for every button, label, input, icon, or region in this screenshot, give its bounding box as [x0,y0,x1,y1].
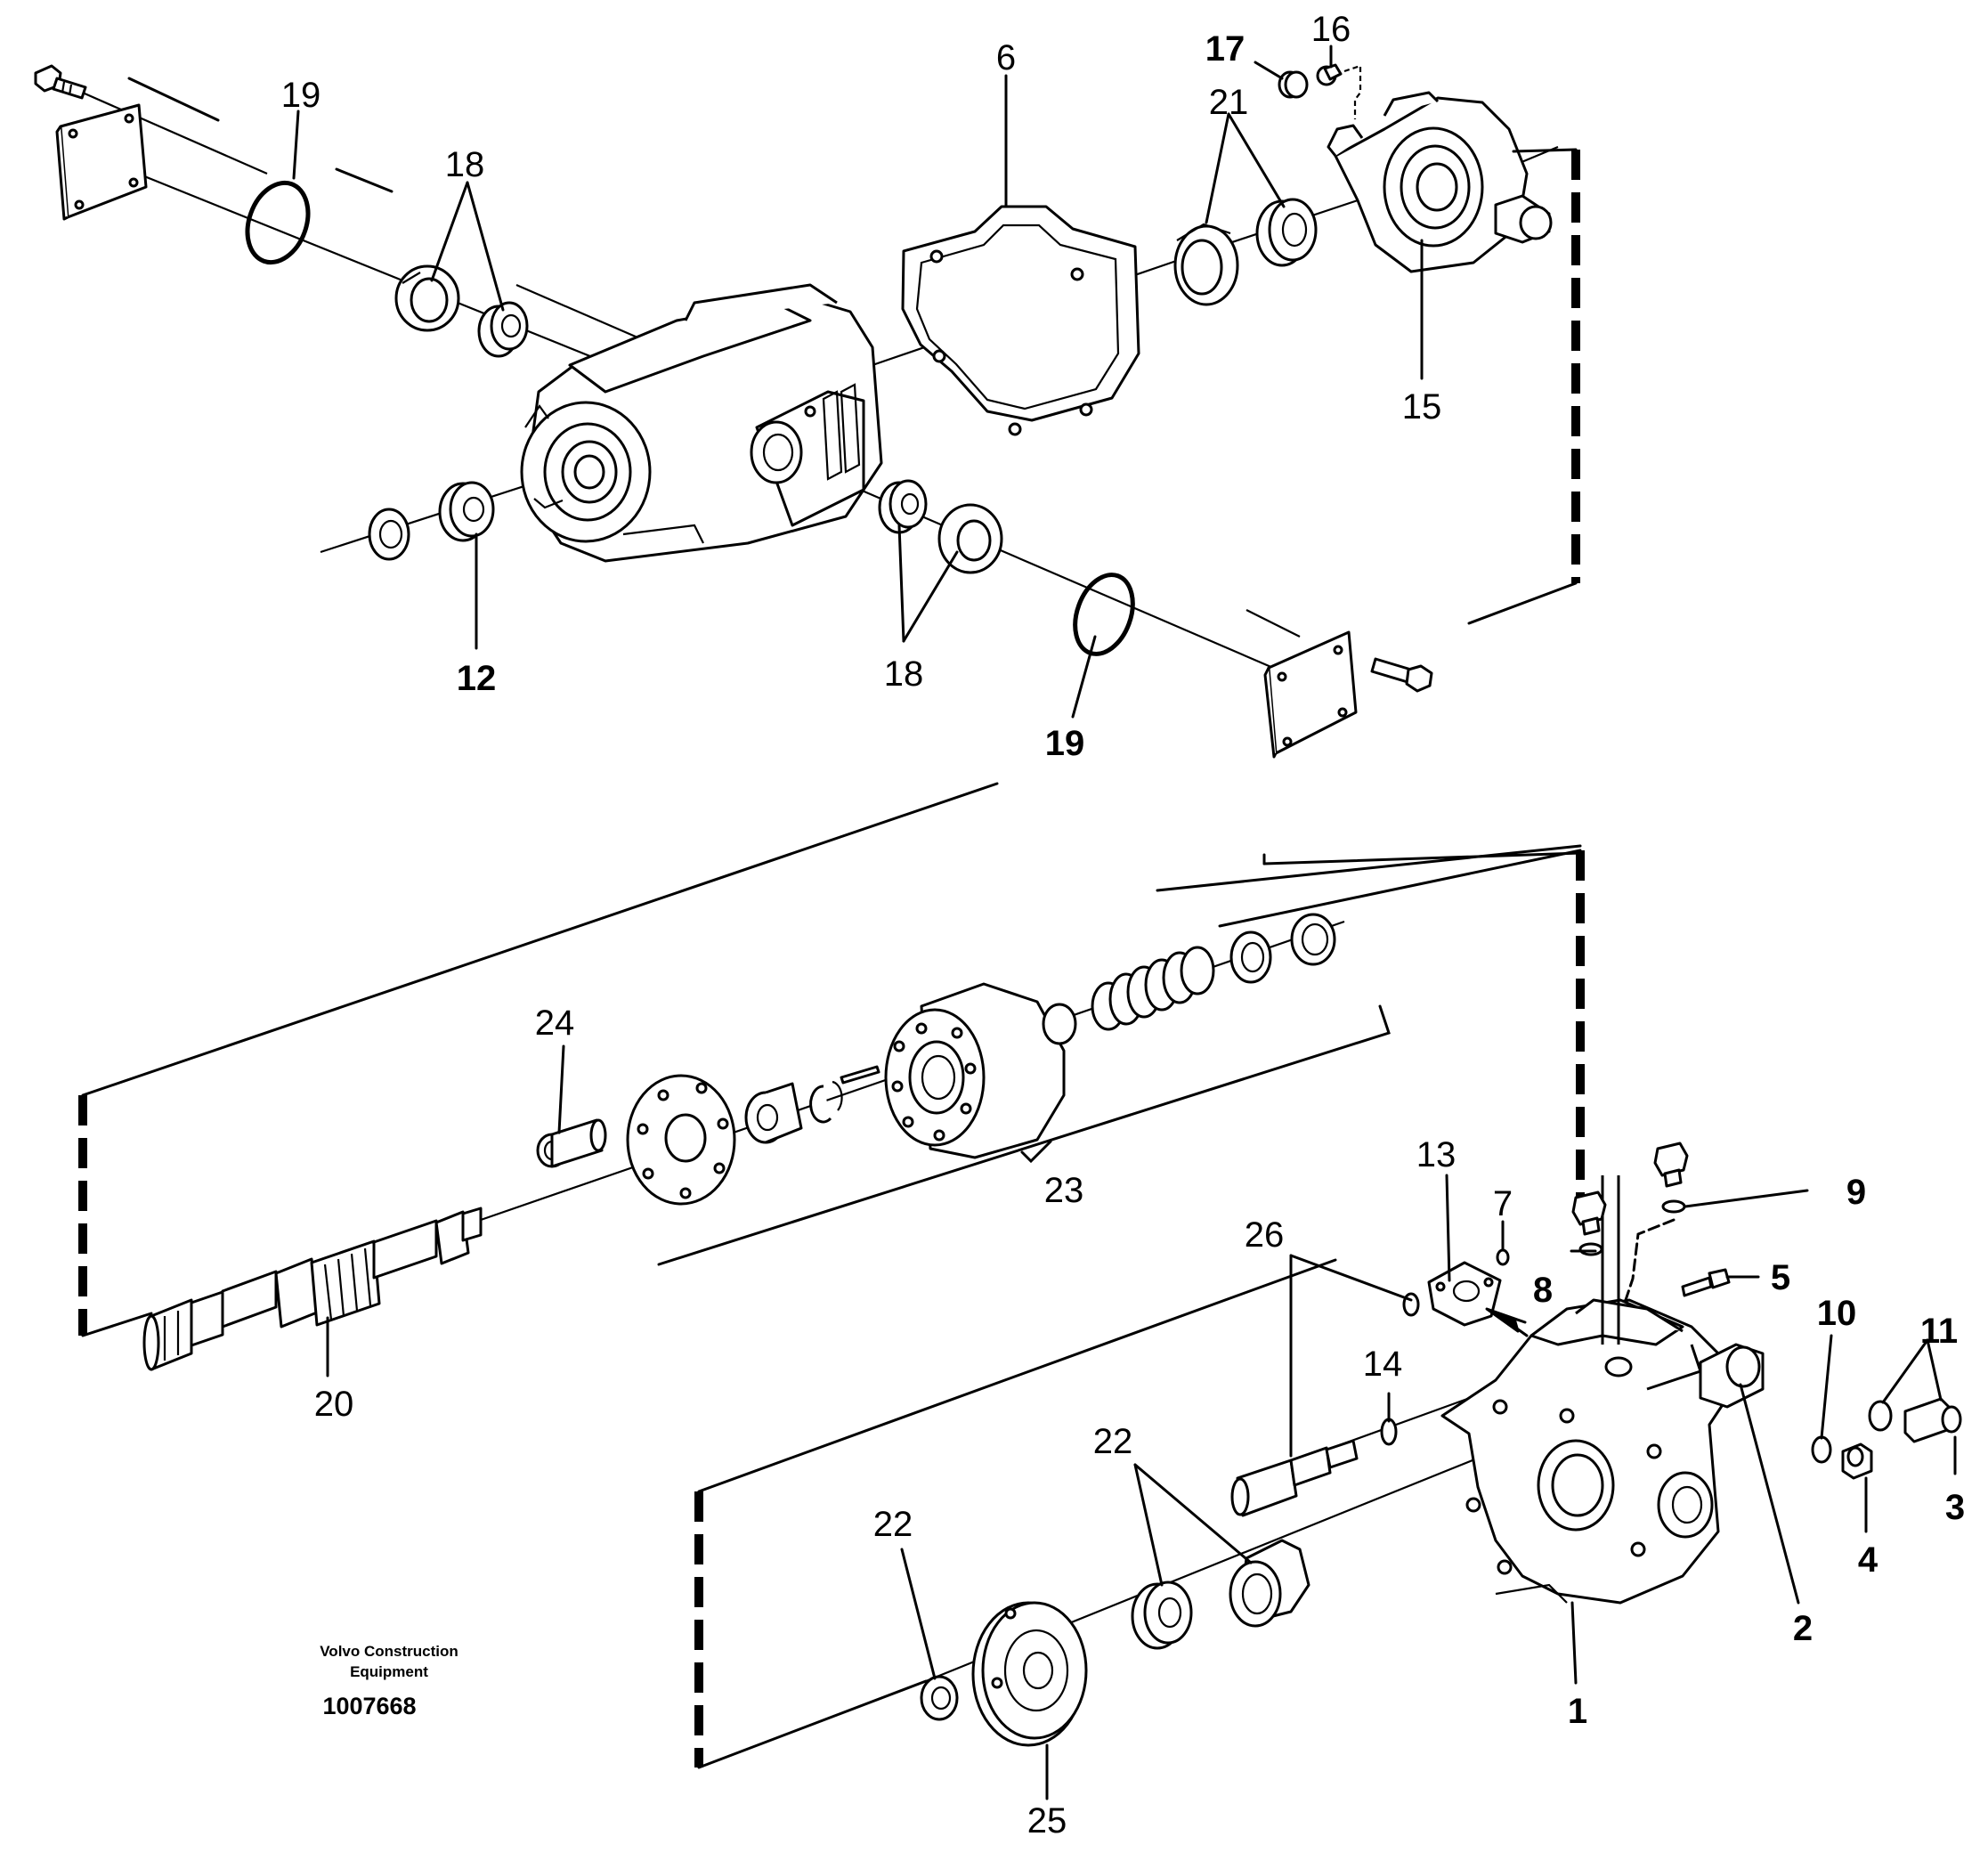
o-ring-7 [1496,1248,1510,1266]
label-12: 12 [457,659,497,698]
label-19-bottom: 19 [1045,724,1085,763]
end-cover-1 [1440,1175,1729,1605]
bolt-24 [536,1118,607,1168]
label-22-left: 22 [873,1505,913,1544]
label-25: 25 [1027,1801,1067,1841]
plug-4 [1841,1442,1873,1480]
roller-bearing-top [477,301,529,358]
bearing-race-21 [1173,223,1239,306]
label-23: 23 [1044,1171,1084,1210]
cover-plate-bottom [1263,630,1358,759]
credit-line-1: Volvo Construction [320,1643,458,1660]
needle-bushing [744,1082,803,1144]
label-14: 14 [1363,1345,1403,1384]
plate-13 [1427,1261,1502,1327]
cylinder-barrel [884,982,1066,1159]
bolt-bottom-right [1370,657,1433,693]
end-housing-15 [1327,91,1553,273]
label-6: 6 [996,38,1016,77]
port-plate-25 [971,1601,1088,1747]
gasket-6 [901,205,1140,436]
valve-2 [1699,1343,1765,1409]
bearing-race-bottom [937,503,1003,574]
label-2: 2 [1793,1609,1813,1648]
label-20: 20 [314,1385,354,1424]
roller-bearing-21 [1255,198,1318,267]
label-10: 10 [1817,1294,1857,1333]
plug-17 [1278,70,1309,99]
bearing-22 [1131,1581,1193,1650]
credit-line-2: Equipment [350,1663,428,1680]
label-13: 13 [1416,1135,1457,1174]
label-17: 17 [1205,29,1246,69]
half-washer [809,1080,843,1124]
o-ring-top [245,180,311,265]
label-11: 11 [1920,1312,1958,1351]
label-18-bottom: 18 [884,654,924,694]
bearing-race-top [394,264,460,332]
cover-plate-top [55,103,148,221]
label-1: 1 [1568,1692,1587,1731]
upper-assembly [34,63,1580,759]
label-21: 21 [1209,83,1249,122]
shaft-20 [142,1207,483,1371]
o-ring-14 [1380,1418,1398,1446]
label-19-top: 19 [281,76,321,115]
label-22-right: 22 [1093,1422,1133,1461]
credit-block: Volvo Construction Equipment 1007668 [320,1643,458,1719]
retainer-plate [626,1074,736,1206]
plug-8 [1571,1190,1607,1236]
label-3: 3 [1945,1488,1965,1527]
label-7: 7 [1493,1184,1513,1223]
part-labels: 19 18 6 17 16 21 15 12 18 19 24 23 20 13… [281,10,1965,1841]
label-9: 9 [1846,1173,1866,1212]
roller-bearing-bottom [878,479,928,534]
bearing-race-22 [1229,1539,1310,1628]
middle-assembly [78,782,1585,1371]
drawing-number: 1007668 [322,1693,416,1719]
seal-12 [368,508,410,561]
washer-11 [1868,1400,1893,1432]
washer-10 [1811,1435,1832,1464]
label-8: 8 [1533,1271,1553,1310]
nipple-16 [1316,63,1343,86]
bolt-3 [1903,1397,1962,1443]
label-26: 26 [1245,1215,1285,1255]
label-18-top: 18 [445,145,485,184]
bearing-12 [438,481,495,542]
screw-5 [1681,1268,1731,1297]
spring [1091,946,1215,1031]
lower-assembly [694,1142,1962,1769]
label-15: 15 [1402,387,1442,427]
o-ring-9 [1661,1199,1686,1214]
o-ring-8 [1578,1242,1603,1256]
bolt-top-left [34,64,87,100]
seal-22-small [920,1675,959,1721]
pin [840,1065,880,1085]
plug-9 [1653,1142,1689,1188]
label-16: 16 [1311,10,1351,49]
o-ring-bottom [1073,573,1135,656]
leader-lines [292,45,1957,1800]
spring-washer [1229,930,1272,984]
pin-26 [1230,1439,1359,1517]
label-5: 5 [1771,1258,1790,1297]
washer [1042,1003,1077,1045]
end-washer [1290,913,1336,966]
pump-housing [520,283,883,563]
label-24: 24 [535,1004,575,1043]
label-4: 4 [1858,1540,1878,1580]
